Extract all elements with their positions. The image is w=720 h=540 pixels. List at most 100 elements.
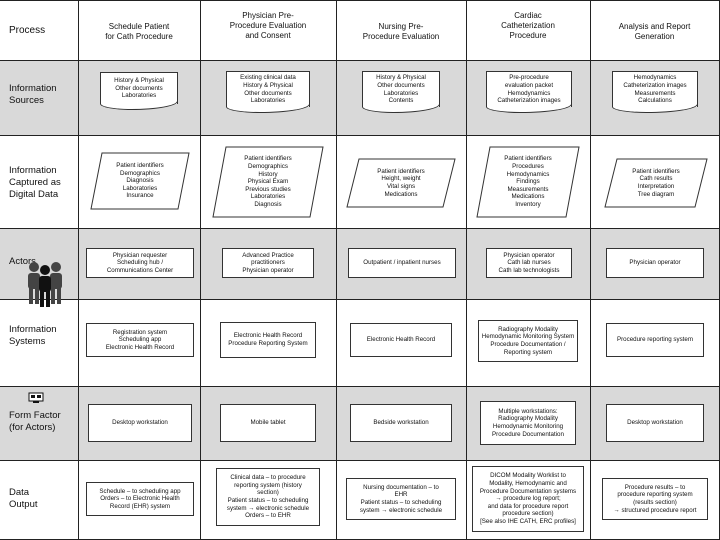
- cell-line: Physician requester: [112, 251, 168, 259]
- cell-line: Existing clinical data: [240, 74, 296, 82]
- cell-line: History & Physical: [114, 77, 164, 85]
- cell-line: Hemodynamic Monitoring: [492, 423, 564, 430]
- digital-data-cath: Patient identifiers Procedures Hemodynam…: [476, 146, 580, 218]
- actors-cath: Physician operator Cath lab nurses Cath …: [486, 248, 572, 278]
- cell-line: Catheterization images: [623, 81, 687, 89]
- cell-line: procedure section): [502, 510, 554, 518]
- cell-line: Diagnosis: [126, 177, 154, 185]
- cell-line: Advanced Practice: [242, 251, 294, 259]
- cell-line: Findings: [516, 178, 540, 186]
- cell-line: Medications: [384, 190, 418, 198]
- cell-line: Laboratories: [121, 92, 157, 100]
- actors-physician: Advanced Practice practitioners Physicia…: [222, 248, 314, 278]
- cell-line: Outpatient / inpatient nurses: [363, 259, 441, 267]
- cell-line: Reporting system: [503, 348, 553, 356]
- cell-line: Other documents: [115, 84, 163, 92]
- people-group-icon: [28, 262, 62, 307]
- cell-line: Electronic Health Record: [233, 332, 303, 340]
- row-label-digital-data: Information Captured as Digital Data: [9, 165, 61, 200]
- cell-line: Medications: [511, 193, 545, 201]
- column-header-schedule: Schedule Patient for Cath Procedure: [78, 14, 200, 50]
- process-label: Process: [9, 25, 46, 36]
- cell-line: Calculations: [638, 97, 672, 105]
- cell-line: Nursing documentation – to: [363, 483, 439, 491]
- cell-line: Scheduling app: [118, 336, 162, 344]
- cell-line: Patient identifiers: [632, 167, 680, 175]
- cell-line: Modality, Hemodynamic and: [489, 480, 567, 488]
- cell-line: Measurements: [634, 89, 676, 97]
- cell-line: system → electronic schedule: [226, 504, 310, 512]
- output-physician: Clinical data – to procedure reporting s…: [216, 468, 320, 526]
- cell-line: Demographics: [248, 163, 288, 171]
- cell-line: Diagnosis: [254, 200, 282, 208]
- systems-nursing: Electronic Health Record: [350, 323, 452, 357]
- cell-line: Schedule – to scheduling app: [99, 487, 181, 495]
- cell-line: Procedures: [512, 163, 544, 171]
- row-label-data-output: Data Output: [9, 487, 38, 510]
- digital-data-physician: Patient identifiers Demographics History…: [212, 146, 324, 218]
- cell-line: Tree diagram: [637, 190, 675, 198]
- cell-line: Laboratories: [122, 184, 158, 192]
- info-source-physician: Existing clinical data History & Physica…: [226, 71, 310, 113]
- cell-line: Hemodynamics: [633, 74, 677, 82]
- cell-line: Patient status – to scheduling: [360, 499, 442, 506]
- cell-line: Physician operator: [242, 266, 294, 274]
- digital-data-analysis: Patient identifiers Cath results Interpr…: [604, 158, 708, 208]
- column-header-physician: Physician Pre- Procedure Evaluation and …: [200, 8, 336, 44]
- cell-line: Record (EHR) system: [109, 502, 171, 510]
- cell-line: Radiography Modality: [498, 325, 558, 333]
- form-factor-schedule: Desktop workstation: [88, 404, 192, 442]
- cell-line: Bedside workstation: [373, 419, 429, 427]
- cell-line: Hemodynamics: [507, 89, 551, 97]
- systems-analysis: Procedure reporting system: [606, 323, 704, 357]
- cell-line: procedure reporting system: [617, 491, 693, 499]
- cell-line: EHR: [394, 491, 408, 499]
- column-header-text: Schedule Patient for Cath Procedure: [105, 22, 173, 41]
- cell-line: Patient identifiers: [116, 162, 164, 170]
- cell-line: Previous studies: [245, 185, 291, 193]
- cell-line: Procedure Documentation: [492, 430, 564, 438]
- info-source-analysis: Hemodynamics Catheterization images Meas…: [612, 71, 698, 113]
- column-header-analysis: Analysis and Report Generation: [590, 14, 719, 50]
- cell-line: Interpretation: [637, 183, 675, 190]
- output-analysis: Procedure results – to procedure reporti…: [602, 478, 708, 520]
- info-source-schedule: History & Physical Other documents Labor…: [100, 72, 178, 110]
- cell-line: Physician operator: [629, 259, 681, 267]
- cell-line: Catheterization images: [497, 97, 561, 105]
- cell-line: section): [257, 489, 279, 497]
- cell-line: Radiography Modality: [498, 415, 558, 423]
- cell-line: Physician operator: [503, 251, 555, 259]
- cell-line: Laboratories: [383, 89, 419, 97]
- cell-line: Physical Exam: [247, 178, 289, 186]
- cell-line: and data for procedure report: [487, 502, 569, 510]
- info-source-nursing: History & Physical Other documents Labor…: [362, 71, 440, 113]
- cell-line: Measurements: [507, 185, 549, 193]
- cell-line: Scheduling hub /: [116, 259, 164, 267]
- cell-line: Patient identifiers: [377, 167, 425, 175]
- cell-line: → structured procedure report: [613, 506, 697, 514]
- row-label-actors: Actors: [9, 256, 36, 267]
- cell-line: Cath results: [639, 175, 673, 183]
- systems-cath: Radiography Modality Hemodynamic Monitor…: [478, 320, 578, 362]
- systems-schedule: Registration system Scheduling app Elect…: [86, 323, 194, 357]
- cell-line: practitioners: [251, 259, 285, 267]
- form-factor-physician: Mobile tablet: [220, 404, 316, 442]
- actors-analysis: Physician operator: [606, 248, 704, 278]
- cell-line: Pre-procedure: [509, 74, 549, 82]
- cell-line: → procedure log report;: [495, 495, 561, 503]
- cell-line: Insurance: [126, 192, 154, 200]
- cell-line: Hemodynamics: [506, 170, 550, 178]
- cell-line: Patient identifiers: [244, 155, 292, 163]
- column-header-nursing: Nursing Pre- Procedure Evaluation: [336, 14, 466, 50]
- cell-line: Mobile tablet: [250, 419, 286, 427]
- column-header-text: Physician Pre- Procedure Evaluation and …: [229, 11, 307, 40]
- cell-line: Other documents: [244, 89, 292, 97]
- computer-icon: [28, 392, 44, 403]
- cell-line: Laboratories: [250, 193, 286, 201]
- cell-line: Procedure Reporting System: [228, 340, 308, 347]
- cell-line: Laboratories: [250, 97, 286, 105]
- digital-data-schedule: Patient identifiers Demographics Diagnos…: [90, 152, 190, 210]
- digital-data-nursing: Patient identifiers Height, weight Vital…: [346, 158, 456, 208]
- cell-line: Inventory: [515, 200, 541, 208]
